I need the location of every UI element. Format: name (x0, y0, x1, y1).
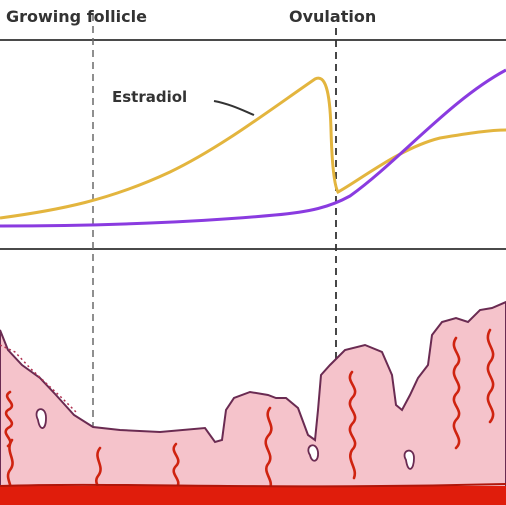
shedding-edge (0, 344, 77, 413)
basal-layer (0, 486, 506, 505)
second-hormone-curve (0, 68, 506, 228)
spiral-artery (4, 390, 14, 448)
phase-label-growing-follicle: Growing follicle (6, 7, 147, 26)
spiral-artery (486, 328, 495, 424)
spiral-artery (264, 406, 273, 490)
leader-line (213, 100, 255, 116)
estradiol-curve (0, 76, 506, 220)
endometrium-tissue (0, 300, 506, 505)
gland (35, 408, 47, 429)
spiral-artery (172, 442, 180, 490)
spiral-artery (452, 336, 461, 450)
gland (307, 444, 319, 462)
spiral-artery (348, 370, 357, 480)
header-band (0, 0, 506, 40)
estradiol-label: Estradiol (112, 88, 188, 106)
basal-edge (0, 483, 506, 488)
gland (403, 449, 415, 470)
phase-label-ovulation: Ovulation (289, 7, 377, 26)
